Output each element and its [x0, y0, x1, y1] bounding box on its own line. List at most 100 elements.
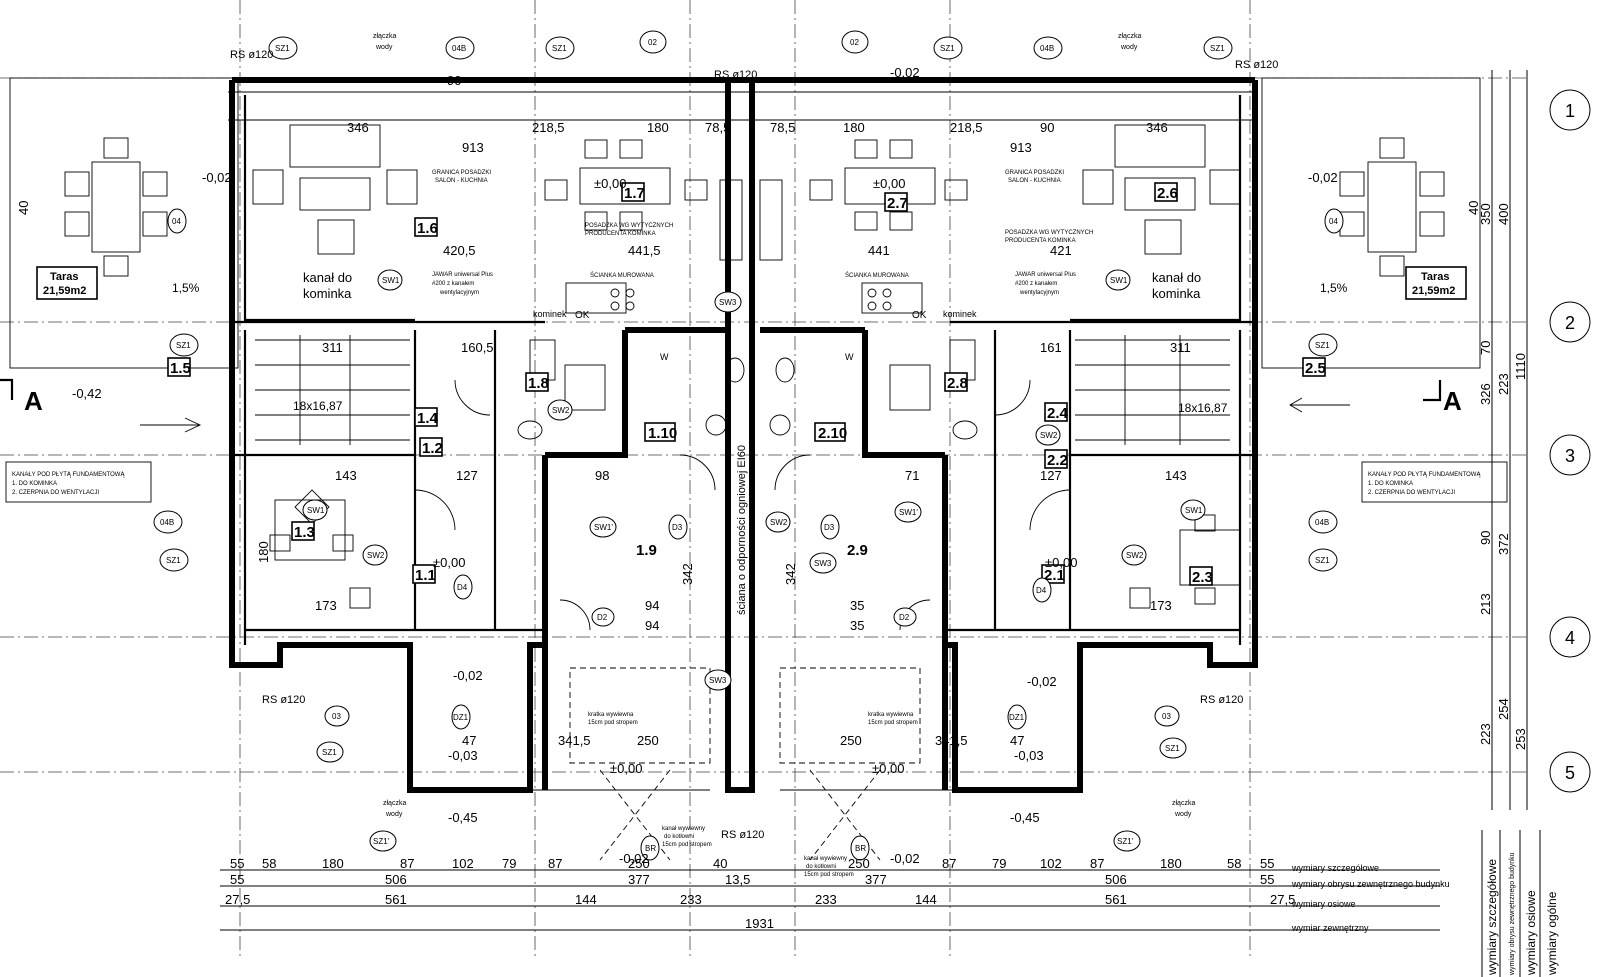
axis-label: 3 [1565, 446, 1575, 466]
dimension-value: 127 [1040, 468, 1062, 483]
dimension-value: 58 [1227, 856, 1241, 871]
fireplace-floor-note: POSADZKA WG WYTYCZNYCH [585, 223, 673, 229]
tag-label: SZ1 [322, 748, 337, 757]
dimension-value: 250 [848, 856, 870, 871]
dimension-value: 561 [1105, 892, 1127, 907]
exhaust-duct-note: do kotłowni [806, 864, 836, 870]
floor-boundary-note: GRANICA POSADZKI [432, 170, 491, 176]
elevation-mark: -0,03 [1014, 748, 1044, 763]
dimension-value: 341,5 [935, 733, 968, 748]
dimension-value: 27,5 [225, 892, 250, 907]
dimension-value: 350 [1478, 203, 1493, 225]
dimension-value: 561 [385, 892, 407, 907]
dimension-value: 377 [628, 872, 650, 887]
tag-label: SW1' [899, 508, 918, 517]
fireplace-floor-note: PRODUCENTA KOMINKA [1005, 238, 1076, 244]
terrace-left [9, 77, 239, 369]
elevation-mark: ±0,00 [610, 761, 642, 776]
foundation-ducts-item: 2. CZERPNIA DO WENTYLACJI [1368, 490, 1455, 496]
dimension-value: 218,5 [532, 120, 565, 135]
room-label: 1.7 [624, 185, 645, 202]
dimension-value: 213 [1478, 593, 1493, 615]
floor-boundary-note: SALON - KUCHNIA [435, 178, 488, 184]
tag-label: SW2 [770, 518, 788, 527]
legend-row: wymiar zewnętrzny [1291, 923, 1369, 933]
dimension-value: 311 [322, 340, 343, 355]
foundation-ducts-item: 2. CZERPNIA DO WENTYLACJI [12, 490, 99, 496]
room-label: 2.2 [1047, 452, 1068, 469]
fireplace-floor-note: PRODUCENTA KOMINKA [585, 231, 656, 237]
masonry-wall-note: ŚCIANKA MUROWANA [590, 271, 654, 279]
water-coupling-note: wody [1174, 811, 1192, 818]
stairs-right [1075, 335, 1230, 445]
foundation-ducts-title: KANAŁY POD PŁYTĄ FUNDAMENTOWĄ [1368, 472, 1481, 478]
exhaust-duct-note: do kotłowni [664, 834, 694, 840]
elevation-mark: -0,45 [1010, 810, 1040, 825]
dimension-value: 326 [1478, 383, 1493, 405]
water-coupling-note: złączka [383, 800, 406, 807]
legend-row: wymiary osiowe [1291, 899, 1356, 909]
door-ok-label: OK [912, 310, 927, 321]
water-coupling-note: wody [1120, 44, 1138, 51]
tag-label: SW2 [1126, 551, 1144, 560]
dimension-value: 342 [783, 563, 798, 585]
tag-label: SZ1 [940, 44, 955, 53]
terrace-area: 21,59m2 [43, 285, 86, 297]
dimension-value: 90 [447, 73, 461, 88]
tag-label: D2 [899, 613, 910, 622]
dimension-value: 506 [1105, 872, 1127, 887]
tag-label: SZ1 [176, 341, 191, 350]
stair-spec: 18x16,87 [1178, 401, 1228, 415]
elevation-mark: -0,02 [1308, 170, 1338, 185]
dimension-value: 253 [1513, 728, 1528, 750]
fireplace-duct-label: kominka [303, 286, 352, 301]
stairs-left [255, 335, 410, 445]
tag-label: BR [645, 844, 656, 853]
chimney-note: JAWAR uniwersal Plus [1015, 272, 1076, 278]
slope-label: 1,5% [172, 281, 200, 295]
elevation-mark: -0,42 [72, 386, 102, 401]
elevation-mark: -0,02 [1027, 674, 1057, 689]
room-label: 1.3 [294, 524, 315, 541]
water-coupling-note: złączka [1118, 33, 1141, 40]
dimension-legend: wymiary szczegółowe wymiary obrysu zewnę… [1291, 830, 1559, 977]
axis-label: 5 [1565, 763, 1575, 783]
room-label: 1.4 [417, 410, 439, 427]
tag-label: SW1 [307, 506, 325, 515]
slope-label: 1,5% [1320, 281, 1348, 295]
annotations: Taras 21,59m2 Taras 21,59m2 kanał do kom… [5, 33, 1508, 878]
dimension-value: 40 [1466, 201, 1481, 215]
room-label: 2.10 [818, 425, 847, 442]
door-ok-label: OK [575, 310, 590, 321]
dimension-value: 180 [647, 120, 669, 135]
rain-pipe-label: RS ø120 [714, 69, 757, 81]
foundation-ducts-item: 1. DO KOMINKA [1368, 481, 1413, 487]
vent-grille-note: 15cm pod stropem [588, 720, 638, 726]
chimney-note: wentylacyjnym [1019, 290, 1059, 296]
tag-label: SZ1 [275, 44, 290, 53]
tag-label: SZ1 [1165, 744, 1180, 753]
rain-pipe-label: RS ø120 [1200, 694, 1243, 706]
legend-row: wymiary obrysu zewnętrznego budynku [1291, 879, 1450, 889]
dimension-value: 70 [1478, 341, 1493, 355]
tag-label: D4 [457, 583, 468, 592]
room-label: 2.3 [1192, 569, 1213, 586]
elevation-mark: ±0,00 [433, 555, 465, 570]
dimension-value: 78,5 [770, 120, 795, 135]
elevation-mark: -0,02 [619, 851, 649, 866]
section-marks [0, 378, 1442, 433]
chimney-note: #200 z kanałem [432, 281, 474, 287]
dimension-value: 102 [1040, 856, 1062, 871]
water-coupling-note: wody [375, 44, 393, 51]
axis-label: 1 [1565, 101, 1575, 121]
dimension-value: 913 [1010, 140, 1032, 155]
dimension-value: 160,5 [461, 340, 494, 355]
tag-label: SW3 [814, 559, 832, 568]
rain-pipe-label: RS ø120 [230, 49, 273, 61]
foundation-ducts-title: KANAŁY POD PŁYTĄ FUNDAMENTOWĄ [12, 472, 125, 478]
dimension-value: 346 [347, 120, 369, 135]
fireplace-label: kominek [533, 309, 567, 319]
water-coupling-note: złączka [1172, 800, 1195, 807]
room-label: 2.9 [847, 542, 868, 559]
water-coupling-note: złączka [373, 33, 396, 40]
